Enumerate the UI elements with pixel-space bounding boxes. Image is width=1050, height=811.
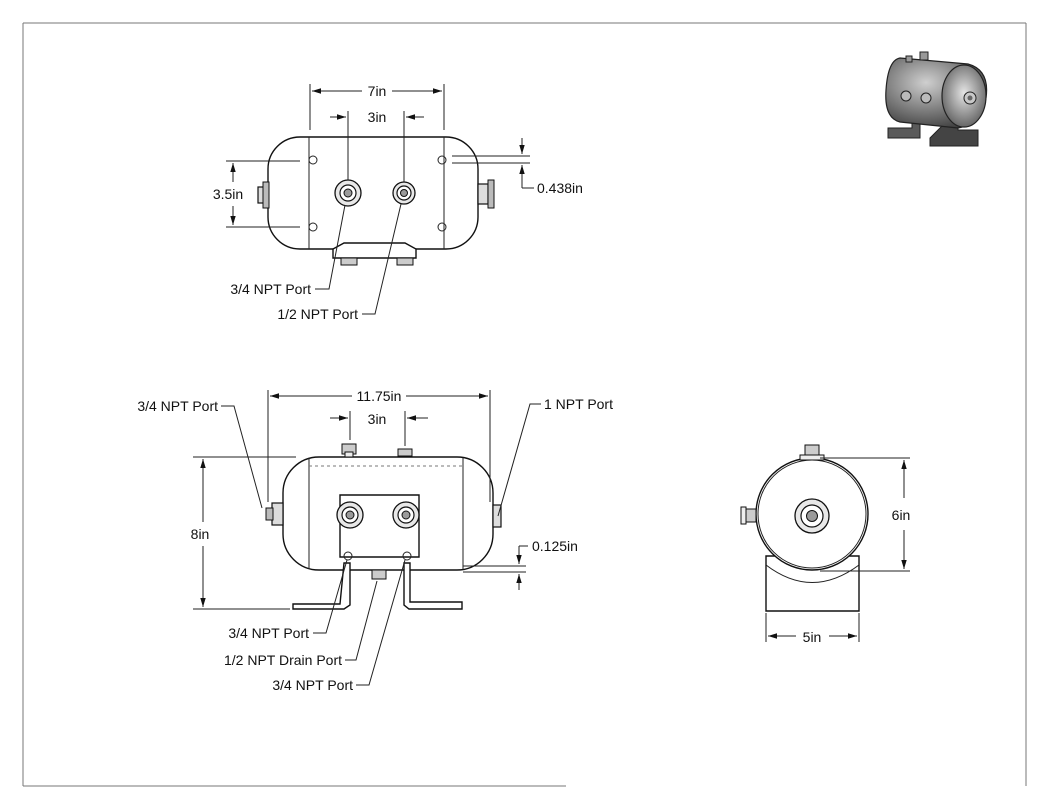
- dim-side-height-label: 6in: [892, 507, 911, 523]
- top-right-end-fitting: [477, 179, 495, 209]
- dim-top-offset-label: 0.438in: [537, 180, 583, 196]
- callout-top-port-12-label: 1/2 NPT Port: [277, 306, 358, 322]
- dim-top-port-spacing-label: 3in: [368, 109, 387, 125]
- front-right-end-fitting: [492, 504, 502, 528]
- callout-front-drain-port-label: 1/2 NPT Drain Port: [224, 652, 342, 668]
- front-top-fitting-left: [341, 443, 357, 458]
- dim-side-width-label: 5in: [803, 629, 822, 645]
- top-view-tank-body: [267, 136, 479, 250]
- front-top-fitting-right: [397, 448, 413, 457]
- dim-top-port-spacing: 3in: [330, 109, 424, 182]
- callout-front-bottom-port-a-label: 3/4 NPT Port: [228, 625, 309, 641]
- callout-front-bottom-port-a: 3/4 NPT Port: [228, 559, 348, 641]
- callout-front-drain-port: 1/2 NPT Drain Port: [224, 580, 378, 668]
- dim-front-port-spacing-label: 3in: [368, 411, 387, 427]
- front-port-left: [336, 501, 364, 529]
- dim-top-height: 3.5in: [213, 160, 300, 228]
- dim-front-offset: 0.125in: [463, 538, 578, 590]
- top-port-34-npt: [334, 179, 362, 207]
- dim-front-offset-label: 0.125in: [532, 538, 578, 554]
- callout-top-port-34-label: 3/4 NPT Port: [230, 281, 311, 297]
- dim-top-width-label: 7in: [368, 83, 387, 99]
- top-bottom-bolt-left: [340, 257, 358, 266]
- dim-front-height-label: 8in: [191, 526, 210, 542]
- isometric-preview: [885, 51, 988, 147]
- sheet-border: [22, 22, 1027, 787]
- dim-top-width: 7in: [309, 83, 445, 130]
- top-port-12-npt: [392, 181, 416, 205]
- callout-front-right-port: 1 NPT Port: [497, 396, 613, 517]
- top-bottom-bolt-right: [396, 257, 414, 266]
- callout-top-port-34: 3/4 NPT Port: [230, 204, 346, 297]
- front-drain-fitting: [371, 569, 387, 580]
- top-view: 7in 3in 3.5in 0.438in: [213, 83, 583, 322]
- front-left-end-fitting: [265, 502, 284, 526]
- callout-front-right-port-label: 1 NPT Port: [544, 396, 613, 412]
- callout-top-port-12: 1/2 NPT Port: [277, 203, 402, 322]
- dim-top-offset: 0.438in: [452, 138, 583, 196]
- top-left-end-fitting: [257, 181, 270, 209]
- dim-front-height: 8in: [191, 456, 296, 610]
- front-port-right: [392, 501, 420, 529]
- side-port-center: [794, 498, 830, 534]
- dim-side-height: 6in: [820, 457, 911, 572]
- callout-front-left-port-label: 3/4 NPT Port: [137, 398, 218, 414]
- callout-front-bottom-port-b: 3/4 NPT Port: [272, 559, 406, 693]
- side-view: 6in 5in: [740, 444, 911, 645]
- side-left-fitting: [740, 506, 757, 525]
- dim-front-width-label: 11.75in: [357, 388, 402, 404]
- dim-side-width: 5in: [765, 613, 860, 645]
- dim-front-width: 11.75in: [267, 388, 491, 502]
- dim-front-port-spacing: 3in: [330, 411, 428, 446]
- front-view: 11.75in 3in 8in 0.125in: [137, 388, 613, 693]
- dim-top-height-label: 3.5in: [213, 186, 243, 202]
- callout-front-left-port: 3/4 NPT Port: [137, 398, 263, 509]
- callout-front-bottom-port-b-label: 3/4 NPT Port: [272, 677, 353, 693]
